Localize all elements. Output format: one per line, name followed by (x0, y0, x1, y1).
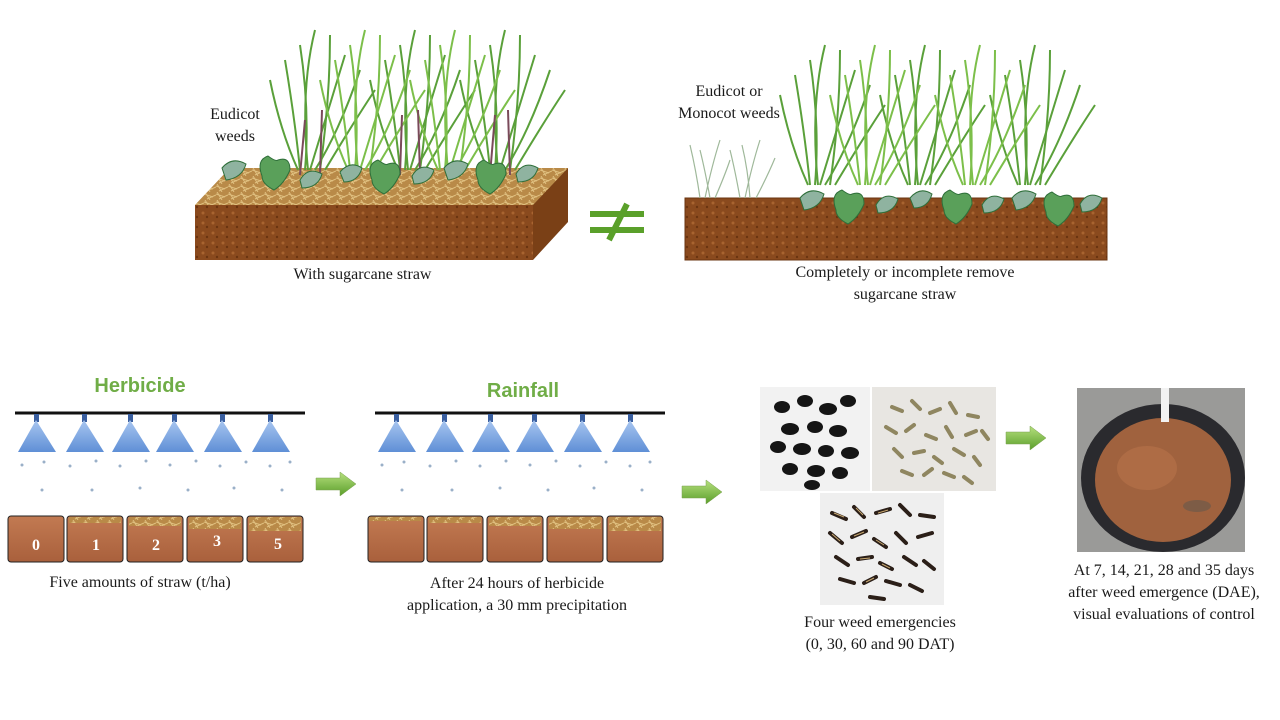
sugarcane-stems-left (299, 109, 511, 176)
straw-amount-0: 0 (32, 537, 40, 554)
eudicot-weeds-label: Eudicot weeds (210, 106, 260, 145)
seed-photo-dark-striped (820, 493, 944, 605)
rainfall-boom (375, 411, 665, 492)
sugarcane-plants-right (779, 44, 1096, 186)
soil-block-with-straw (195, 168, 568, 260)
black-seeds-icon (770, 395, 859, 490)
eudicot-monocot-label: Eudicot or Monocot weeds (678, 83, 780, 122)
straw-amount-2: 2 (152, 537, 160, 554)
monocot-weeds (689, 139, 776, 199)
flow-arrow-1 (315, 471, 357, 497)
rainfall-caption: After 24 hours of herbicide application,… (407, 575, 627, 614)
remove-straw-caption: Completely or incomplete remove sugarcan… (795, 264, 1015, 303)
with-straw-caption: With sugarcane straw (293, 266, 432, 283)
flow-arrow-3 (1005, 425, 1047, 451)
straw-amount-5: 5 (274, 536, 282, 553)
seed-photo-grain-seeds (872, 387, 996, 491)
evaluation-caption: At 7, 14, 21, 28 and 35 days after weed … (1068, 562, 1260, 623)
soil-block-without-straw (684, 197, 1108, 261)
sugarcane-plants-left (269, 29, 566, 171)
pot-with-soil-icon (1077, 388, 1245, 552)
straw-amount-3: 3 (213, 533, 221, 550)
straw-amount-1: 1 (92, 537, 100, 554)
eudicot-weed-leaves-left (221, 155, 539, 195)
not-equal-symbol (590, 202, 644, 242)
straw-amounts-caption: Five amounts of straw (t/ha) (49, 574, 231, 591)
herbicide-sprayer-boom (15, 411, 305, 492)
herbicide-title: Herbicide (94, 375, 186, 397)
eudicot-weed-leaves-right (799, 189, 1103, 227)
rainfall-title: Rainfall (486, 380, 560, 402)
evaluation-pot-photo (1077, 388, 1245, 552)
striped-seeds-icon (828, 503, 936, 601)
tan-seeds-icon (884, 399, 990, 485)
straw-pots (7, 515, 304, 563)
rain-pots (367, 515, 664, 563)
seed-photo-black-beans (760, 387, 870, 491)
flow-arrow-2 (681, 479, 723, 505)
straw-amount-labels: 0 1 2 3 5 (8, 533, 308, 557)
weed-emergencies-caption: Four weed emergencies (0, 30, 60 and 90 … (804, 614, 956, 653)
